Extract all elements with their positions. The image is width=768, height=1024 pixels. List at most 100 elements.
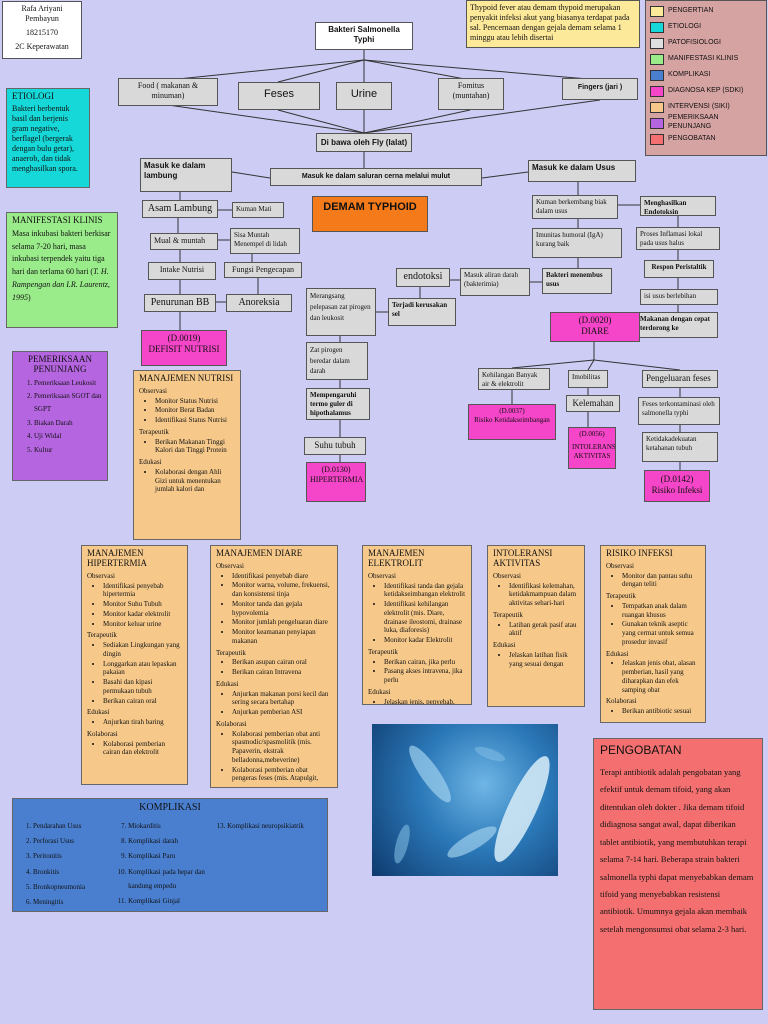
defisit-nutrisi-diagnosis: (D.0019) DEFISIT NUTRISI: [141, 330, 227, 366]
bakteri-menembus-box: Bakteri menembus usus: [542, 268, 612, 294]
pengertian-box: Thypoid fever atau demam thypoid merupak…: [466, 0, 640, 48]
list-item: Berikan antibiotic sesuai: [622, 707, 700, 716]
list-item: Kultur: [34, 444, 102, 457]
legend-item: PENGERTIAN: [650, 3, 762, 19]
pengobatan-title: PENGOBATAN: [600, 743, 682, 757]
section-list: Identifikasi kelemahan, ketidakmampuan d…: [493, 582, 579, 608]
list-item: Monitor Suhu Tubuh: [103, 600, 182, 609]
komplikasi-panel: KOMPLIKASI Pendarahan UsusPerforasi Usus…: [12, 798, 328, 912]
komplikasi-columns: Pendarahan UsusPerforasi UsusPeritonitis…: [19, 819, 321, 912]
hipotalamus-box: Mempengaruhi termo guler di hipothalamus: [306, 388, 370, 420]
pemeriksaan-list: Pemeriksaan LeukositPemeriksaan SGOT dan…: [18, 377, 102, 457]
manifestasi-title: MANIFESTASI KLINIS: [12, 215, 103, 225]
food-box: Food ( makanan & minuman): [118, 78, 218, 106]
list-item: Identifikasi kehilangan elektrolit (mis.…: [384, 600, 466, 635]
list-item: Berikan cairan Intravena: [232, 668, 332, 677]
section-label: Terapeutik: [606, 592, 636, 601]
imobilitas-box: Imobilitas: [568, 370, 608, 388]
list-item: Berikan asupan cairan oral: [232, 658, 332, 667]
diare-label: DIARE: [581, 326, 609, 337]
asam-box: Asam Lambung: [142, 200, 218, 218]
fly-box: Di bawa oleh Fly (lalat): [316, 133, 412, 152]
legend-item: MANIFESTASI KLINIS: [650, 51, 762, 67]
bacteria-illustration: [394, 745, 550, 864]
section-label: Kolaborasi: [606, 697, 637, 706]
legend-swatch: [650, 117, 664, 129]
kelemahan-box: Kelemahan: [566, 395, 620, 412]
section-label: Terapeutik: [87, 631, 117, 640]
manajemen-hipertermia-panel: MANAJEMEN HIPERTERMIA ObservasiIdentifika…: [81, 545, 188, 785]
legend-swatch: [650, 133, 664, 145]
list-item: Kolaborasi dengan Ahli Gizi untuk menent…: [155, 468, 235, 494]
list-item: Monitor Berat Badan: [155, 406, 235, 415]
legend-swatch: [650, 69, 664, 81]
list-item: Monitor kadar Elektrolit: [384, 636, 466, 645]
list-item: Meningitis: [33, 895, 114, 909]
author-class: 2C Keperawatan: [15, 42, 69, 51]
section-label: Terapeutik: [368, 647, 398, 656]
demam-typhoid-box: DEMAM TYPHOID: [312, 196, 428, 232]
fomitus-box: Fomitus (muntahan): [438, 78, 504, 110]
section-label: Edukasi: [606, 649, 629, 658]
list-item: Monitor tanda dan gejala hypovolemia: [232, 600, 332, 618]
section-list: Monitor dan pantau suhu dengan teliti: [606, 572, 700, 590]
kuman-mati-box: Kuman Mati: [232, 202, 284, 218]
legend-swatch: [650, 5, 664, 17]
feses-box: Feses: [238, 82, 320, 110]
section-list: Identifikasi penyebab hipertermiaMonitor…: [87, 582, 182, 629]
legend-item: KOMPLIKASI: [650, 67, 762, 83]
list-item: Monitor keluar urine: [103, 620, 182, 629]
list-item: Jelaskan jenis obat, alasan pemberian, h…: [622, 659, 700, 694]
bacteria-box: Bakteri Salmonella Typhi: [315, 22, 413, 50]
legend-label: ETIOLOGI: [668, 22, 702, 30]
list-item: Pemeriksaan Leukosit: [34, 377, 102, 390]
section-list: Jelaskan jenis, penyebab, penanganan ket…: [368, 698, 466, 704]
section-list: Sediakan Lingkungan yang dinginLonggarka…: [87, 641, 182, 705]
komplikasi-col-3: Komplikasi neuropsikiatrik: [209, 819, 321, 912]
intake-box: Intake Nutrisi: [148, 262, 216, 280]
legend-label: KOMPLIKASI: [668, 70, 711, 78]
legend-swatch: [650, 21, 664, 33]
aliran-darah-box: Masuk aliran darah (bakterimia): [460, 268, 530, 296]
risiko-infeksi-diagnosis: (D.0142) Risiko Infeksi: [644, 470, 710, 502]
list-item: Monitor Status Nutrisi: [155, 397, 235, 406]
section-label: Edukasi: [493, 641, 516, 650]
panel-title: MANAJEMEN HIPERTERMIA: [87, 548, 147, 568]
hipertermia-code: (D.0130): [321, 465, 351, 474]
list-item: Komplikasi pada hepar dan kandung empedu: [128, 865, 209, 894]
etiologi-title: ETIOLOGI: [12, 91, 54, 101]
feses-terkontaminasi-box: Feses terkontaminasi oleh salmonella typ…: [638, 397, 720, 425]
section-list: Jelaskan latihan fisik yang sesuai denga…: [493, 651, 579, 669]
legend-label: MANIFESTASI KLINIS: [668, 54, 739, 62]
risiko-infeksi-label: Risiko Infeksi: [651, 485, 703, 496]
section-label: Edukasi: [87, 708, 110, 717]
panel-title: MANAJEMEN DIARE: [216, 548, 303, 558]
section-label: Terapeutik: [216, 648, 246, 657]
panel-title: MANAJEMEN NUTRISI: [139, 373, 234, 383]
risiko-code: (D.0037): [499, 407, 525, 415]
legend-item: PATOFISIOLOGI: [650, 35, 762, 51]
list-item: Uji Widal: [34, 430, 102, 443]
pemeriksaan-panel: PEMERIKSAAN PENUNJANG Pemeriksaan Leukos…: [12, 351, 108, 481]
list-item: Kolaborasi pemberian obat anti spasmodic…: [232, 730, 332, 765]
section-list: Identifikasi tanda dan gejala ketidaksei…: [368, 582, 466, 645]
author-nim: 18215170: [26, 28, 58, 37]
legend-label: PEMERIKSAAN PENUNJANG: [668, 114, 719, 130]
section-label: Observasi: [87, 571, 115, 580]
pengeluaran-box: Pengeluaran feses: [642, 370, 718, 388]
intoleransi-aktivitas-panel: INTOLERANSI AKTIVITASObservasiIdentifika…: [487, 545, 585, 707]
section-label: Observasi: [368, 571, 396, 580]
list-item: Komplikasi Paru: [128, 849, 209, 863]
pengobatan-text: Terapi antibiotik adalah pengobatan yang…: [600, 767, 754, 934]
section-list: Monitor Status NutrisiMonitor Berat Bada…: [139, 397, 235, 425]
list-item: Kolaborasi pemberian obat pengeras feses…: [232, 766, 332, 784]
hipertermia-diagnosis: (D.0130) HIPERTERMIA: [306, 462, 366, 502]
defisit-code: (D.0019): [167, 333, 201, 343]
imunitas-box: Imunitas humoral (IgA) kurang baik: [532, 228, 622, 258]
legend-item: INTERVENSI (SIKI): [650, 99, 762, 115]
list-item: Identifikasi penyebab hipertermia: [103, 582, 182, 600]
sisa-muntah-box: Sisa Muntah Menempel di lidah: [230, 228, 300, 254]
list-item: Bronkitis: [33, 865, 114, 879]
section-label: Observasi: [216, 561, 244, 570]
list-item: Miokarditis: [128, 819, 209, 833]
